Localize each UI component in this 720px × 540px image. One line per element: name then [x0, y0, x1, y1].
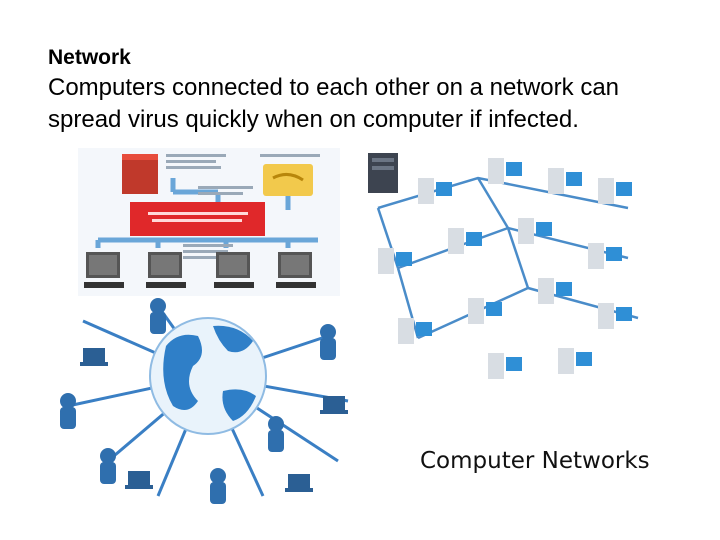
image-caption: Computer Networks [420, 448, 650, 474]
infected-computers [84, 252, 316, 288]
infected-email-document [122, 154, 158, 194]
slide-text: Network Computers connected to each othe… [48, 44, 688, 136]
globe-network-image [48, 296, 360, 510]
workstation-icons [378, 158, 632, 379]
server-rack-icon [368, 153, 398, 193]
address-book-folder [263, 164, 313, 196]
slide-body: Computers connected to each other on a n… [48, 74, 620, 133]
virus-spread-diagram [78, 148, 340, 298]
lan-network-image [358, 148, 642, 396]
slide-heading: Network [48, 46, 131, 69]
globe-icon [149, 317, 267, 435]
